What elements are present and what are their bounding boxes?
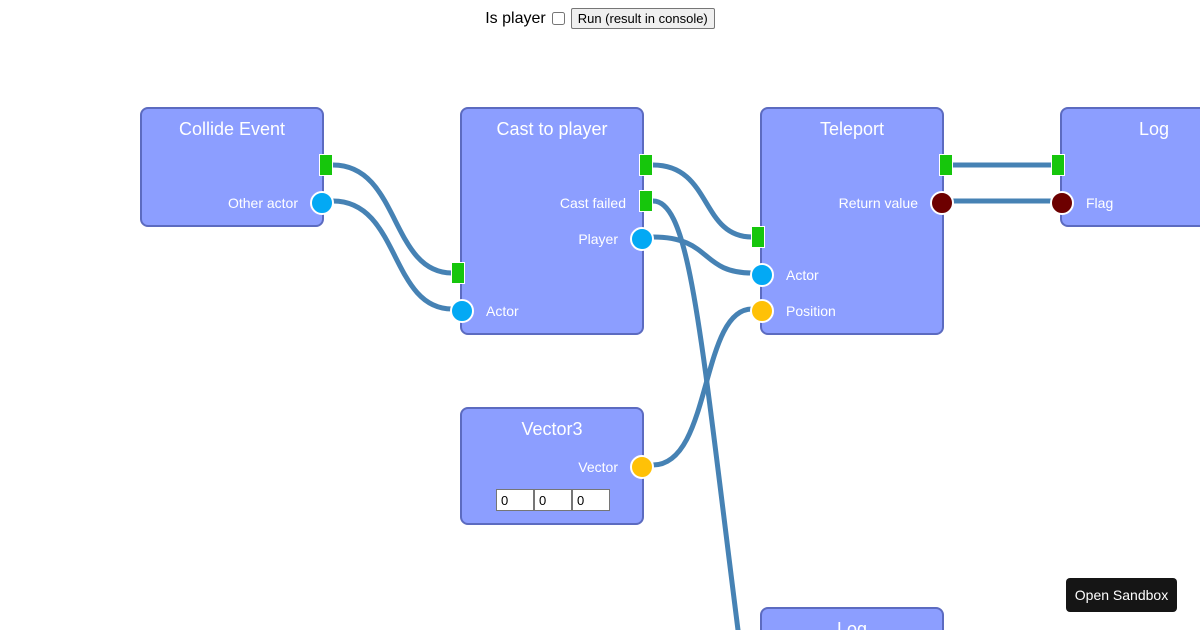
node-title: Teleport [819, 119, 885, 139]
vector-x-input[interactable] [496, 489, 534, 511]
output-label-player: Player [578, 231, 618, 247]
flag-input-pin[interactable] [1050, 191, 1074, 215]
vector-inputs [496, 489, 610, 511]
node-title: Cast to player [496, 119, 608, 139]
output-label-vector: Vector [578, 459, 618, 475]
input-label-flag: Flag [1086, 195, 1114, 211]
actor-output-pin[interactable] [310, 191, 334, 215]
vector-output-pin[interactable] [630, 455, 654, 479]
toolbar: Is player Run (result in console) [0, 8, 1200, 29]
position-input-pin[interactable] [750, 299, 774, 323]
wire-player-to-teleport-actor [650, 234, 755, 276]
return-value-pin[interactable] [930, 191, 954, 215]
wire-cast-exec-to-teleport [650, 162, 755, 240]
node-log-bottom[interactable]: Log [760, 607, 944, 630]
node-teleport[interactable]: Teleport Return value Actor Position [750, 107, 954, 335]
node-title: Log [836, 619, 868, 630]
actor-input-pin[interactable] [450, 299, 474, 323]
node-vector3[interactable]: Vector3 Vector [460, 407, 654, 525]
exec-out-pin[interactable] [939, 154, 953, 176]
node-cast-to-player[interactable]: Cast to player Cast failed Player Actor [450, 107, 654, 335]
wire-vector-to-position [650, 306, 755, 468]
node-title: Log [1138, 119, 1170, 139]
node-title: Vector3 [521, 419, 583, 439]
node-log-top[interactable]: Log Flag [1050, 107, 1200, 227]
open-sandbox-button[interactable]: Open Sandbox [1066, 578, 1177, 612]
wire-cast-failed-to-log-bottom [650, 198, 741, 630]
exec-out-pin[interactable] [319, 154, 333, 176]
input-label-position: Position [786, 303, 836, 319]
exec-in-pin[interactable] [451, 262, 465, 284]
output-label-return-value: Return value [838, 195, 918, 211]
is-player-label: Is player [485, 9, 546, 27]
node-collide-event[interactable]: Collide Event Other actor [140, 107, 334, 227]
wire-other-actor-to-cast-actor [330, 198, 455, 312]
input-label-actor: Actor [486, 303, 519, 319]
node-title: Collide Event [178, 119, 286, 139]
exec-out-pin[interactable] [639, 154, 653, 176]
exec-in-pin[interactable] [751, 226, 765, 248]
vector-z-input[interactable] [572, 489, 610, 511]
actor-input-pin[interactable] [750, 263, 774, 287]
is-player-checkbox[interactable] [551, 12, 565, 25]
exec-in-pin[interactable] [1051, 154, 1065, 176]
output-label-other-actor: Other actor [227, 195, 298, 211]
wire-collide-exec-to-cast [330, 162, 455, 276]
vector-y-input[interactable] [534, 489, 572, 511]
player-output-pin[interactable] [630, 227, 654, 251]
run-button[interactable]: Run (result in console) [570, 8, 715, 29]
cast-failed-exec-pin[interactable] [639, 190, 653, 212]
output-label-cast-failed: Cast failed [559, 195, 626, 211]
input-label-actor: Actor [786, 267, 819, 283]
